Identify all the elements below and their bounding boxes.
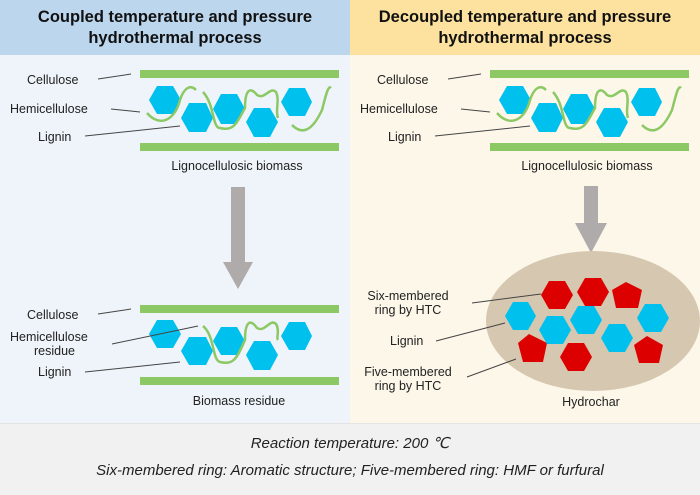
lignin-pointer <box>434 125 531 137</box>
label-lignin: Lignin <box>38 130 71 144</box>
six-membered-pointer <box>471 293 542 304</box>
decoupled-process-diagram: Cellulose Hemicellulose Lignin Lignocell… <box>360 70 700 409</box>
lignin-hexagon <box>499 86 531 114</box>
lignin-hexagon <box>246 108 278 137</box>
cellulose-bar-top <box>140 70 339 78</box>
hemicellulose-residue-chain <box>202 321 280 365</box>
lignin-hexagon <box>637 304 669 332</box>
caption-lignocellulosic-biomass: Lignocellulosic biomass <box>521 159 652 173</box>
lignin-hexagon <box>149 320 181 348</box>
lignin-hexagon <box>601 324 633 352</box>
label-five-membered-htc: ring by HTC <box>375 379 442 393</box>
label-six-membered: Six-membered <box>367 289 448 303</box>
label-lignin: Lignin <box>388 130 421 144</box>
lignin-hexagon <box>505 302 536 330</box>
label-residue: residue <box>34 344 75 358</box>
lignin-hexagon <box>213 94 245 124</box>
lignin-hexagon <box>281 88 312 116</box>
cellulose-bar-bottom <box>140 377 339 385</box>
coupled-process-title: Coupled temperature and pressure hydroth… <box>0 0 350 55</box>
lignin-hexagon <box>563 94 595 124</box>
lignin-hexagon <box>246 341 278 370</box>
label-cellulose: Cellulose <box>377 73 428 87</box>
lignin-pointer <box>84 125 181 137</box>
lignin-hexagon <box>181 337 213 365</box>
hemicellulose-chain <box>496 86 547 122</box>
label-five-membered: Five-membered <box>364 365 452 379</box>
conditions-footer: Reaction temperature: 200 ℃ Six-membered… <box>0 423 700 495</box>
label-cellulose: Cellulose <box>27 308 78 322</box>
hemicellulose-chain <box>552 89 630 131</box>
coupled-process-diagram: Cellulose Hemicellulose Lignin Lignocell… <box>10 70 339 408</box>
hemicellulose-residue-pointer <box>111 325 199 345</box>
six-membered-ring <box>577 278 609 306</box>
lignocellulosic-biomass-structure: Cellulose Hemicellulose Lignin Lignocell… <box>360 70 689 173</box>
cellulose-bar-top <box>140 305 339 313</box>
lignin-hexagon <box>631 88 662 116</box>
process-arrow <box>223 187 253 289</box>
biomass-residue-structure: Cellulose Hemicellulose residue Lignin B… <box>10 305 339 408</box>
label-lignin: Lignin <box>38 365 71 379</box>
five-membered-ring <box>518 334 547 362</box>
label-hemicellulose: Hemicellulose <box>10 102 88 116</box>
lignin-pointer <box>435 322 506 342</box>
label-hemicellulose: Hemicellulose <box>360 102 438 116</box>
hemicellulose-chain <box>291 86 332 132</box>
lignin-hexagon <box>570 306 602 334</box>
decoupled-process-title: Decoupled temperature and pressure hydro… <box>350 0 700 55</box>
cellulose-bar-bottom <box>490 143 689 151</box>
process-arrow <box>575 186 607 253</box>
cellulose-bar-top <box>490 70 689 78</box>
lignin-hexagon <box>281 322 312 350</box>
six-membered-ring <box>560 343 592 371</box>
hemicellulose-pointer <box>460 108 491 113</box>
coupled-process-panel: Coupled temperature and pressure hydroth… <box>0 0 350 423</box>
cellulose-bar-bottom <box>140 143 339 151</box>
decoupled-process-panel: Decoupled temperature and pressure hydro… <box>350 0 700 423</box>
six-membered-ring <box>541 281 573 309</box>
caption-lignocellulosic-biomass: Lignocellulosic biomass <box>171 159 302 173</box>
hemicellulose-chain <box>202 89 280 131</box>
lignin-hexagon <box>539 316 571 344</box>
lignocellulosic-biomass-structure: Cellulose Hemicellulose Lignin Lignocell… <box>10 70 339 173</box>
cellulose-pointer <box>447 73 482 80</box>
cellulose-pointer <box>97 73 132 80</box>
five-membered-ring <box>612 282 642 308</box>
hemicellulose-chain <box>146 86 197 122</box>
ring-structure-note: Six-membered ring: Aromatic structure; F… <box>96 462 604 479</box>
lignin-hexagon <box>531 103 563 132</box>
hemicellulose-pointer <box>110 108 141 113</box>
reaction-temperature-note: Reaction temperature: 200 ℃ <box>250 435 450 452</box>
caption-biomass-residue: Biomass residue <box>193 394 285 408</box>
lignin-pointer <box>84 361 181 373</box>
hydrochar-structure: Six-membered ring by HTC Lignin Five-mem… <box>364 251 700 409</box>
hemicellulose-chain <box>641 86 682 132</box>
five-membered-ring <box>634 336 663 363</box>
label-cellulose: Cellulose <box>27 73 78 87</box>
lignin-hexagon <box>149 86 181 114</box>
cellulose-pointer <box>97 308 132 315</box>
lignin-hexagon <box>596 108 628 137</box>
caption-hydrochar: Hydrochar <box>562 395 620 409</box>
five-membered-pointer <box>466 358 517 378</box>
label-hemicellulose: Hemicellulose <box>10 330 88 344</box>
label-six-membered-htc: ring by HTC <box>375 303 442 317</box>
label-lignin: Lignin <box>390 334 423 348</box>
lignin-hexagon <box>213 327 245 355</box>
lignin-hexagon <box>181 103 213 132</box>
